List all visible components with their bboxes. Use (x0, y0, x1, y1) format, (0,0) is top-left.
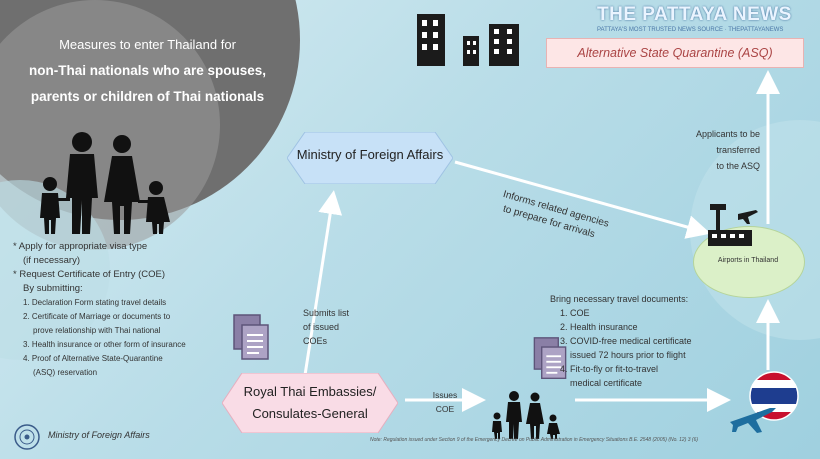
mofa-seal-icon (14, 424, 40, 450)
submit-item: (ASQ) reservation (33, 368, 98, 377)
docs-item: 1. COE (560, 308, 590, 318)
apply-line-1: * Apply for appropriate visa type (13, 241, 148, 252)
airport-icon (708, 204, 758, 246)
family-icon (40, 132, 170, 234)
travel-documents: Bring necessary travel documents: 1. COE… (550, 292, 740, 390)
airplane-icon (730, 408, 776, 433)
docs-item: medical certificate (570, 378, 643, 388)
thai-flag-icon (730, 371, 799, 433)
footer-org: Ministry of Foreign Affairs (48, 430, 150, 440)
infographic-title: Measures to enter Thailand for non-Thai … (10, 32, 285, 110)
submits-line-3: COEs (303, 336, 328, 346)
issues-line-1: Issues (432, 390, 458, 400)
application-steps: * Apply for appropriate visa type (if ne… (13, 240, 238, 380)
embassy-line-1: Royal Thai Embassies/ (243, 384, 377, 399)
document-icon (233, 314, 269, 360)
airport-label: Airports in Thailand (717, 257, 779, 264)
embassy-box (222, 373, 398, 433)
title-line-3: parents or children of Thai nationals (30, 89, 265, 104)
docs-item: issued 72 hours prior to flight (570, 350, 686, 360)
brand-tagline: PATTAYA'S MOST TRUSTED NEWS SOURCE · THE… (597, 27, 784, 33)
mofa-box-label: Ministry of Foreign Affairs (296, 147, 444, 162)
submit-item: 4. Proof of Alternative State-Quarantine (23, 354, 163, 363)
docs-item: 3. COVID-free medical certificate (560, 336, 692, 346)
submit-item: 3. Health insurance or other form of ins… (23, 340, 186, 349)
arrow-mofa-to-airport (454, 160, 711, 239)
title-line-2: non-Thai nationals who are spouses, (28, 63, 267, 78)
docs-item: 4. Fit-to-fly or fit-to-travel (560, 364, 659, 374)
docs-item: 2. Health insurance (560, 322, 638, 332)
brand-logo: THE PATTAYA NEWS PATTAYA'S MOST TRUSTED … (597, 4, 812, 38)
issues-line-2: COE (435, 404, 455, 414)
document-icon-2 (533, 337, 567, 380)
small-family-icon (492, 391, 560, 439)
issues-text: Issues COE (420, 388, 470, 416)
brand-name: THE PATTAYA NEWS (597, 4, 792, 25)
apply-line-2: (if necessary) (23, 255, 81, 266)
regulation-note: Note: Regulation issued under Section 9 … (370, 437, 699, 443)
submits-line-2: of issued (303, 322, 340, 332)
transfer-text: Applicants to be transferred to the ASQ (650, 126, 760, 174)
embassy-line-2: Consulates-General (252, 406, 368, 421)
building-icon (417, 14, 519, 66)
mofa-box (287, 132, 453, 184)
transfer-line-1: Applicants to be (695, 129, 760, 139)
docs-header: Bring necessary travel documents: (550, 294, 689, 304)
transfer-line-2: transferred (716, 145, 760, 155)
embassy-box-label: Royal Thai Embassies/ Consulates-General (230, 381, 390, 425)
submit-item: 2. Certificate of Marriage or documents … (23, 312, 171, 321)
by-submitting: By submitting: (23, 283, 83, 294)
request-line: * Request Certificate of Entry (COE) (13, 269, 166, 280)
transfer-line-3: to the ASQ (716, 161, 760, 171)
submit-item: prove relationship with Thai national (33, 326, 161, 335)
submit-item: 1. Declaration Form stating travel detai… (23, 298, 167, 307)
asq-box: Alternative State Quarantine (ASQ) (546, 38, 804, 68)
title-line-1: Measures to enter Thailand for (59, 37, 236, 52)
submits-text: Submits list of issued COEs (303, 306, 373, 348)
arrow-embassy-to-mofa (303, 190, 343, 376)
submits-line-1: Submits list (303, 308, 350, 318)
